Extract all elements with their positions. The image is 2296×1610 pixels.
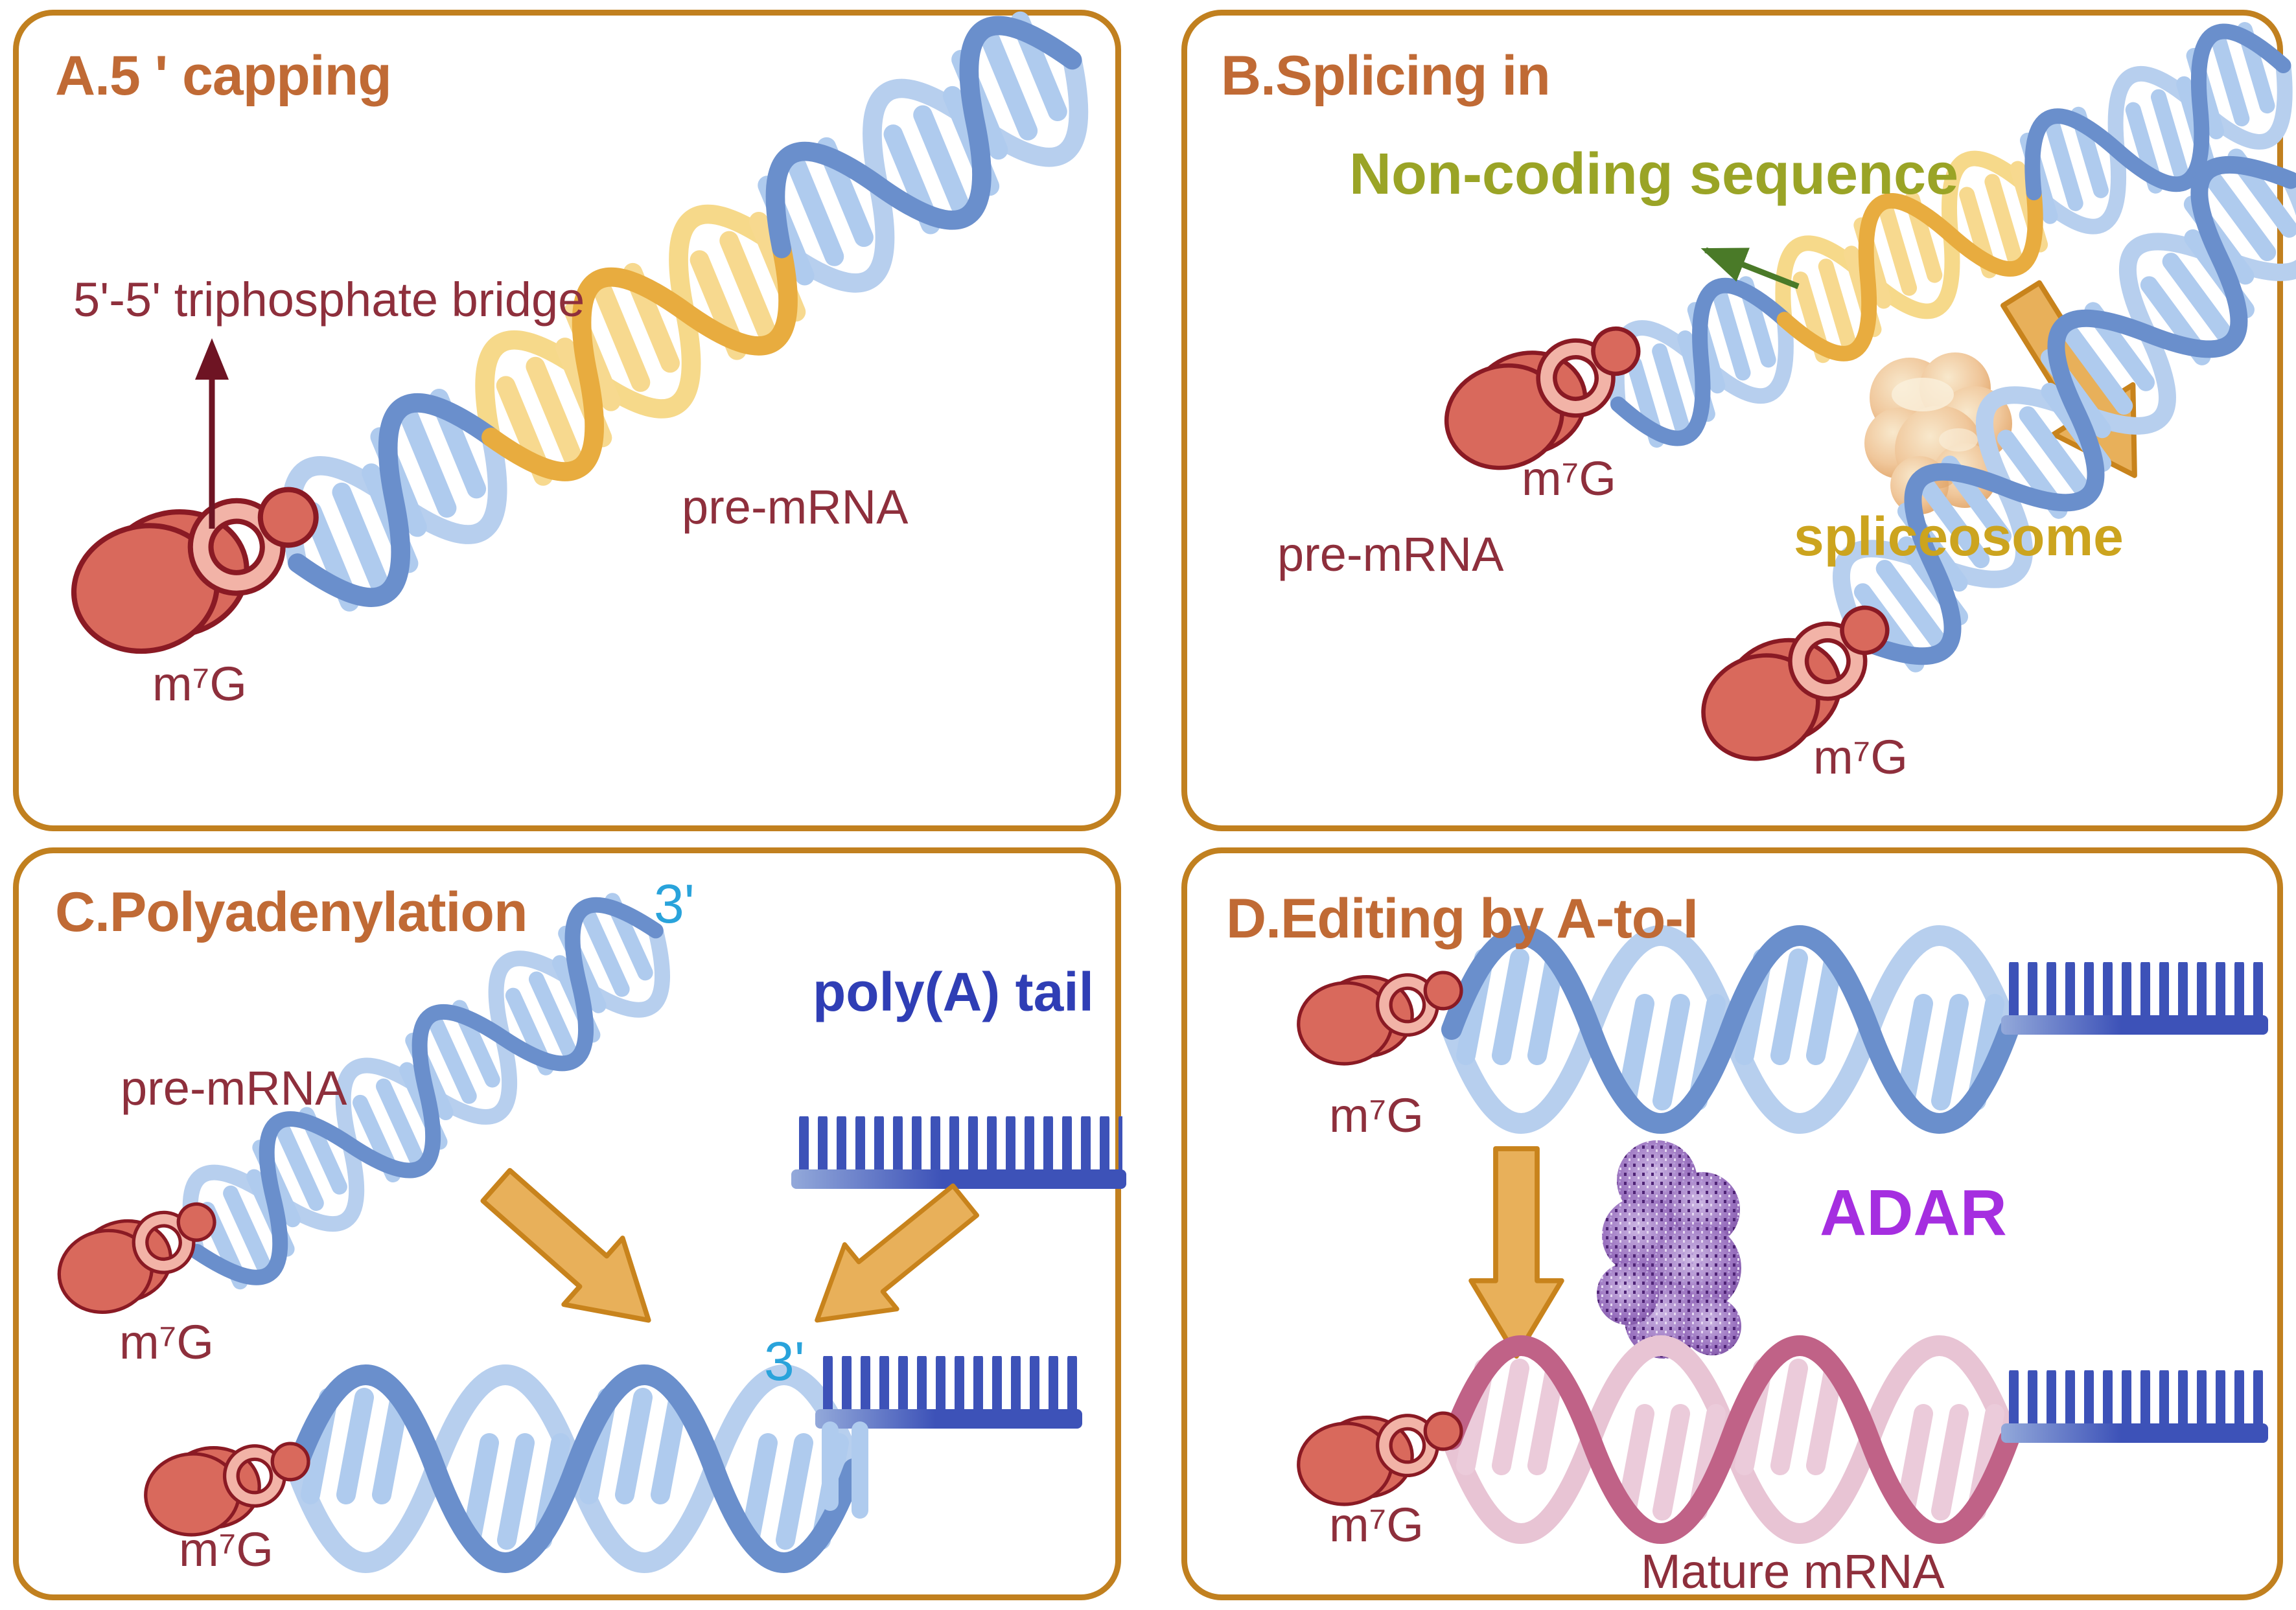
panel-b-title: B.Splicing in (1221, 45, 1551, 107)
m7g-label: m⁷G (1329, 1498, 1424, 1552)
mature-mrna-wave (1452, 1346, 2009, 1534)
m7g-cap-icon (1295, 970, 1466, 1066)
m7g-label: m⁷G (1813, 730, 1908, 784)
bridge-label: 5'-5' triphosphate bridge (73, 273, 585, 327)
panel-a-5-capping: A.5 ' capping 5'-5' triphosphate bridge … (13, 10, 1121, 831)
m7g-label: m⁷G (1522, 452, 1616, 505)
m7g-label: m⁷G (179, 1523, 273, 1576)
panel-b-splicing: B.Splicing in Non-coding sequence m⁷G pr… (1181, 10, 2283, 831)
panel-d-art (1187, 853, 2268, 1594)
m7g-label: m⁷G (1329, 1088, 1424, 1142)
noncoding-label: Non-coding sequence (1349, 142, 1959, 207)
panel-d-a-to-i-editing: D.Editing by A-to-I m⁷G ADAR m⁷G Mature … (1181, 847, 2283, 1600)
spliceosome-label: spliceosome (1794, 506, 2124, 567)
polya-comb-icon (2001, 962, 2268, 1035)
mature-mrna-label: Mature mRNA (1641, 1545, 1945, 1598)
panel-a-art (19, 16, 1115, 825)
premrna-label: pre-mRNA (1277, 527, 1504, 581)
panel-d-title: D.Editing by A-to-I (1226, 888, 1699, 950)
polya-comb-icon (2001, 1370, 2268, 1443)
polya-attach-arrow-icon (791, 1168, 991, 1352)
three-prime-label: 3' (654, 873, 695, 934)
m7g-cap-icon (61, 483, 337, 665)
adar-label: ADAR (1820, 1177, 2007, 1249)
m7g-label: m⁷G (119, 1315, 214, 1369)
m7g-label: m⁷G (152, 657, 247, 711)
editing-arrow-icon (1471, 1149, 1562, 1356)
polya-comb-icon (815, 1356, 1082, 1519)
noncoding-arrow-icon (1700, 247, 1800, 290)
premrna-label: pre-mRNA (682, 480, 909, 534)
panel-b-art (1187, 16, 2277, 825)
bridge-arrow-icon (195, 338, 229, 529)
panel-a-title: A.5 ' capping (55, 45, 392, 107)
premrna-wave (1452, 936, 2009, 1123)
polya-comb-icon (791, 1116, 1126, 1189)
mature-mrna-wave (296, 1375, 853, 1563)
adar-icon (1597, 1140, 1741, 1359)
m7g-cap-icon (1295, 1410, 1466, 1507)
panel-c-title: C.Polyadenylation (55, 881, 528, 943)
three-prime-label: 3' (764, 1331, 805, 1392)
premrna-label: pre-mRNA (121, 1061, 347, 1115)
polyadenylation-arrow-icon (467, 1153, 678, 1353)
panel-c-polyadenylation: C.Polyadenylation 3' poly(A) tail pre-mR… (13, 847, 1126, 1600)
polya-tail-label: poly(A) tail (813, 961, 1094, 1022)
panel-c-art (19, 853, 1126, 1594)
